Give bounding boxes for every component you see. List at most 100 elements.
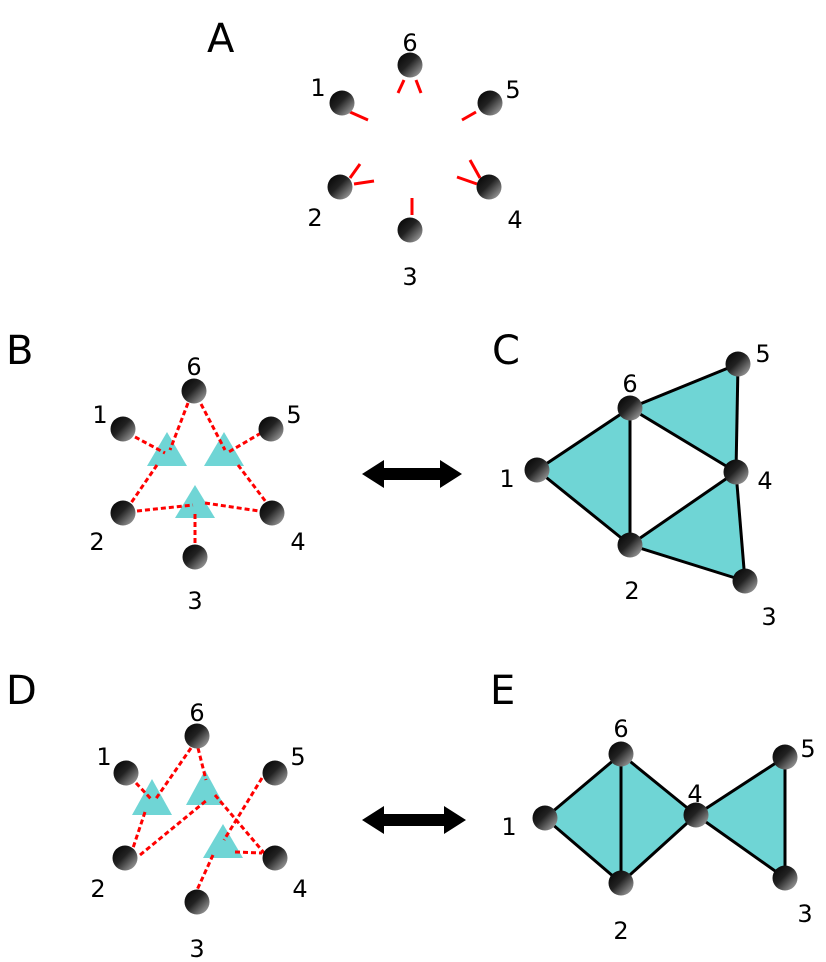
node-c-6	[617, 395, 643, 421]
dashed-bond-d	[131, 811, 147, 849]
edge-e	[695, 755, 786, 817]
triangle-c-2	[630, 364, 738, 472]
node-label: 5	[286, 401, 301, 429]
node-e-4	[683, 802, 709, 828]
node-a-3	[397, 217, 423, 243]
node-label: 1	[501, 813, 516, 841]
panel-label-c: C	[492, 328, 520, 374]
node-label: 3	[761, 603, 776, 631]
dashed-bond-d	[222, 777, 264, 841]
node-label: 5	[755, 340, 770, 368]
dashed-bond-d	[234, 850, 263, 855]
edge-c	[734, 471, 747, 582]
node-label: 2	[307, 204, 322, 232]
node-c-1	[524, 457, 550, 483]
node-b-3	[182, 544, 208, 570]
node-a-2	[327, 174, 353, 200]
bond-stub-a	[468, 159, 482, 179]
dashed-bond-b	[204, 501, 260, 513]
node-c-3	[732, 568, 758, 594]
dashed-bond-b	[168, 402, 190, 451]
bond-stub-a	[349, 110, 369, 122]
node-e-5	[772, 744, 798, 770]
edge-e	[544, 816, 622, 885]
dashed-bond-b	[199, 403, 227, 451]
node-label: 1	[96, 743, 111, 771]
double-arrow-icon	[362, 806, 466, 834]
node-a-5	[477, 90, 503, 116]
triangle-c-1	[537, 408, 630, 545]
dashed-bond-d	[213, 794, 267, 855]
node-label: 4	[292, 875, 307, 903]
node-label: 5	[505, 76, 520, 104]
triangle-d-3	[203, 824, 243, 858]
edge-c	[734, 363, 740, 473]
triangle-e-1	[545, 754, 621, 883]
node-b-4	[259, 500, 285, 526]
node-label: 4	[290, 528, 305, 556]
triangle-b-1	[147, 432, 187, 466]
node-label: 5	[290, 743, 305, 771]
node-label: 1	[310, 74, 325, 102]
bond-stub-a	[414, 79, 423, 94]
dashed-bond-d	[139, 798, 208, 857]
node-label: 6	[186, 353, 201, 381]
triangle-b-3	[175, 485, 215, 518]
node-c-4	[723, 459, 749, 485]
node-d-4	[262, 845, 288, 871]
node-d-6	[184, 723, 210, 749]
triangle-e-2	[621, 754, 696, 883]
edge-c	[629, 406, 737, 474]
node-e-3	[772, 865, 798, 891]
dashed-bond-d	[153, 747, 193, 801]
edge-c	[629, 543, 746, 583]
bond-stub-a	[456, 175, 478, 186]
node-label: 6	[189, 699, 204, 727]
node-b-1	[110, 416, 136, 442]
node-a-1	[329, 90, 355, 116]
node-e-2	[608, 870, 634, 896]
triangle-d-1	[132, 779, 172, 815]
node-b-6	[181, 378, 207, 404]
dashed-bond-b	[129, 464, 159, 504]
dashed-bond-b	[236, 464, 268, 503]
edge-c	[536, 406, 631, 472]
node-label: 4	[507, 206, 522, 234]
bond-stub-a	[348, 163, 362, 179]
node-a-4	[476, 174, 502, 200]
node-label: 2	[613, 917, 628, 945]
node-label: 3	[797, 900, 812, 928]
node-label: 2	[624, 577, 639, 605]
node-b-2	[110, 500, 136, 526]
panel-label-a: A	[207, 16, 235, 62]
node-label: 6	[622, 370, 637, 398]
dashed-bond-b	[226, 431, 262, 455]
edge-e	[695, 813, 786, 880]
node-d-1	[113, 760, 139, 786]
node-label: 4	[757, 467, 772, 495]
node-d-2	[112, 845, 138, 871]
node-e-1	[532, 805, 558, 831]
dashed-bond-d	[134, 781, 154, 802]
node-label: 3	[189, 935, 204, 962]
edge-c	[629, 362, 739, 410]
panel-label-d: D	[6, 668, 37, 714]
node-label: 2	[90, 875, 105, 903]
edge-c	[536, 468, 631, 547]
edge-c	[629, 470, 737, 547]
dashed-bond-b	[136, 503, 194, 513]
node-label: 6	[613, 715, 628, 743]
bond-stub-a	[461, 110, 477, 122]
node-label: 5	[800, 735, 815, 763]
node-label: 4	[687, 780, 702, 808]
node-c-5	[725, 351, 751, 377]
node-b-5	[258, 416, 284, 442]
dashed-bond-d	[195, 854, 215, 891]
bond-stub-a	[396, 79, 406, 94]
triangle-c-3	[630, 472, 745, 581]
node-label: 6	[402, 29, 417, 57]
bond-stub-a	[353, 179, 375, 186]
panel-label-e: E	[490, 668, 515, 714]
dashed-bond-b	[134, 435, 166, 455]
